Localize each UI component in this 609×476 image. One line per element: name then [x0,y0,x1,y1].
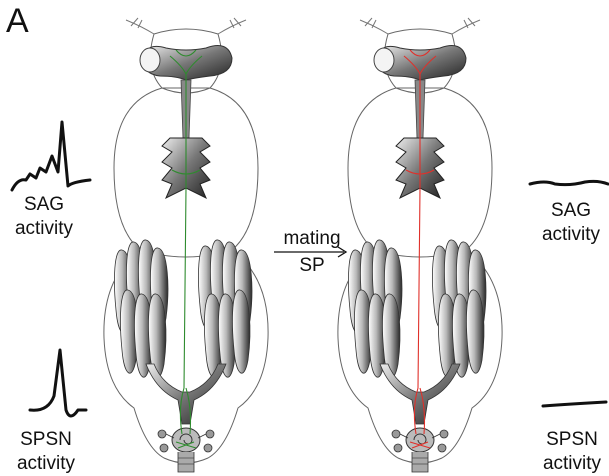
mated-fly-diagram [338,18,502,472]
spsn-trace-virgin [30,350,86,416]
sag-trace-mated [530,181,608,184]
virgin-fly-diagram [104,18,268,472]
arrow-label-bottom: SP [280,254,344,278]
arrow-label-top: mating [280,227,344,251]
sag-trace-virgin [12,122,90,190]
spsn-trace-mated [543,402,606,406]
